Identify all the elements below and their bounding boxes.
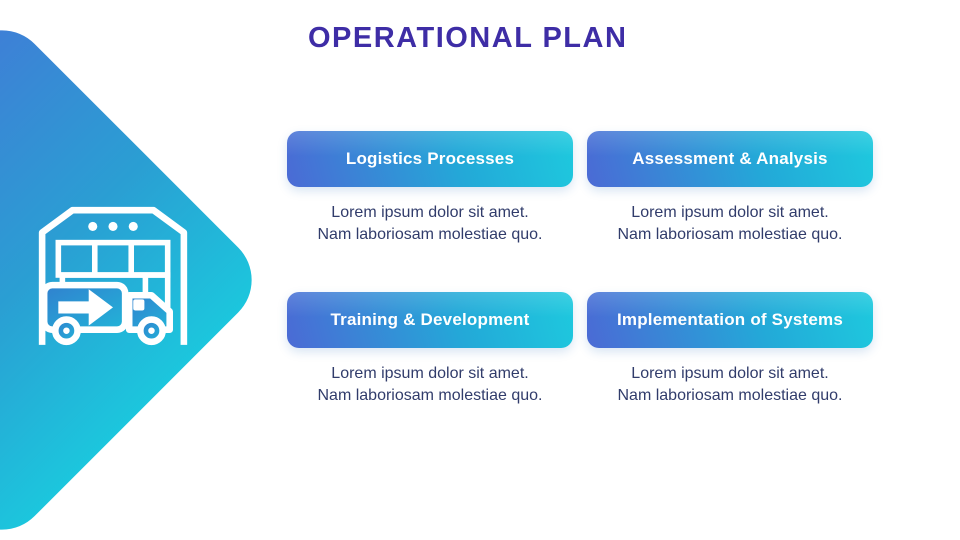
plan-item-label: Training & Development bbox=[330, 310, 530, 329]
plan-item-pill: Implementation of Systems bbox=[587, 292, 873, 348]
plan-item-label: Assessment & Analysis bbox=[632, 149, 828, 168]
plan-item-label: Implementation of Systems bbox=[616, 310, 844, 329]
plan-item-training-development: Training & Development Lorem ipsum dolor… bbox=[287, 292, 573, 407]
description-line-2: Nam laboriosam molestiae quo. bbox=[317, 387, 543, 404]
description-line-2: Nam laboriosam molestiae quo. bbox=[617, 226, 843, 243]
plan-item-implementation-systems: Implementation of Systems Lorem ipsum do… bbox=[587, 292, 873, 407]
plan-item-pill: Training & Development bbox=[287, 292, 573, 348]
warehouse-truck-icon bbox=[38, 206, 188, 346]
slide-title: OPERATIONAL PLAN bbox=[308, 22, 628, 54]
description-line-2: Nam laboriosam molestiae quo. bbox=[617, 387, 843, 404]
plan-items-grid: Logistics Processes Lorem ipsum dolor si… bbox=[287, 131, 873, 407]
description-line-1: Lorem ipsum dolor sit amet. bbox=[631, 204, 829, 221]
plan-item-description: Lorem ipsum dolor sit amet. Nam laborios… bbox=[287, 363, 573, 407]
description-line-1: Lorem ipsum dolor sit amet. bbox=[331, 365, 529, 382]
description-line-2: Nam laboriosam molestiae quo. bbox=[317, 226, 543, 243]
plan-item-description: Lorem ipsum dolor sit amet. Nam laborios… bbox=[587, 202, 873, 246]
plan-item-description: Lorem ipsum dolor sit amet. Nam laborios… bbox=[587, 363, 873, 407]
description-line-1: Lorem ipsum dolor sit amet. bbox=[631, 365, 829, 382]
plan-item-label: Logistics Processes bbox=[345, 149, 515, 168]
plan-item-pill: Logistics Processes bbox=[287, 131, 573, 187]
plan-item-logistics-processes: Logistics Processes Lorem ipsum dolor si… bbox=[287, 131, 573, 246]
plan-item-description: Lorem ipsum dolor sit amet. Nam laborios… bbox=[287, 202, 573, 246]
plan-item-assessment-analysis: Assessment & Analysis Lorem ipsum dolor … bbox=[587, 131, 873, 246]
plan-item-pill: Assessment & Analysis bbox=[587, 131, 873, 187]
description-line-1: Lorem ipsum dolor sit amet. bbox=[331, 204, 529, 221]
